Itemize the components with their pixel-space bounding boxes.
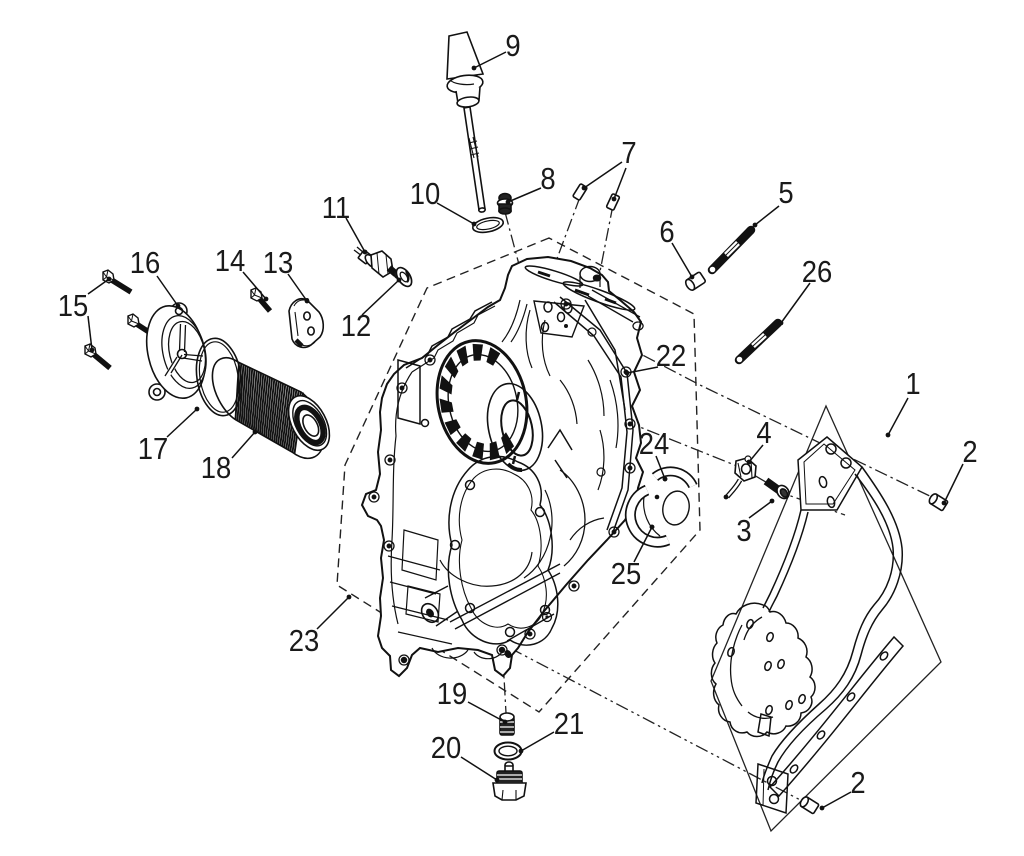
svg-text:10: 10 xyxy=(410,178,441,212)
svg-text:14: 14 xyxy=(215,245,246,279)
svg-text:8: 8 xyxy=(540,163,555,197)
svg-text:19: 19 xyxy=(437,678,468,712)
svg-text:16: 16 xyxy=(130,247,161,281)
svg-text:9: 9 xyxy=(505,30,520,64)
svg-text:12: 12 xyxy=(341,310,372,344)
svg-text:22: 22 xyxy=(656,340,687,374)
svg-text:20: 20 xyxy=(431,732,462,766)
svg-text:26: 26 xyxy=(802,256,833,290)
svg-text:2: 2 xyxy=(850,767,865,801)
svg-text:5: 5 xyxy=(778,177,793,211)
svg-text:15: 15 xyxy=(58,290,89,324)
svg-text:17: 17 xyxy=(138,433,169,467)
svg-text:21: 21 xyxy=(554,708,585,742)
svg-text:11: 11 xyxy=(322,192,350,226)
svg-text:3: 3 xyxy=(736,515,751,549)
svg-text:7: 7 xyxy=(621,137,636,171)
svg-text:6: 6 xyxy=(659,216,674,250)
svg-text:25: 25 xyxy=(611,558,642,592)
svg-text:1: 1 xyxy=(905,368,920,402)
svg-text:18: 18 xyxy=(201,452,232,486)
svg-text:13: 13 xyxy=(263,247,294,281)
svg-text:4: 4 xyxy=(756,417,771,451)
svg-text:24: 24 xyxy=(639,428,670,462)
svg-text:2: 2 xyxy=(962,436,977,470)
svg-text:23: 23 xyxy=(289,625,320,659)
